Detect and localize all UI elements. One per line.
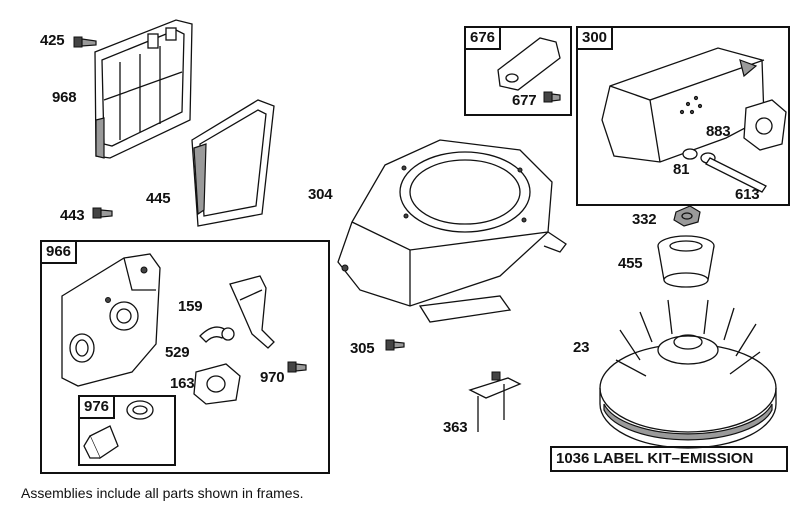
part-label-677: 677 — [512, 92, 537, 109]
screw-425-drawing — [73, 36, 97, 48]
part-label-304: 304 — [308, 186, 333, 203]
part-label-332: 332 — [632, 211, 657, 228]
part-label-443: 443 — [60, 207, 85, 224]
frame-976: 976 — [78, 395, 176, 466]
frame-300-tag: 300 — [576, 26, 614, 50]
elbow-529-drawing — [199, 326, 235, 343]
part-label-363: 363 — [443, 419, 468, 436]
part-label-425: 425 — [40, 32, 65, 49]
part-label-159: 159 — [178, 298, 203, 315]
blower-housing-drawing — [337, 139, 567, 323]
starter-cup-455-drawing — [657, 235, 715, 288]
nut-332-drawing — [673, 205, 701, 227]
part-label-970: 970 — [260, 369, 285, 386]
frame-300: 300 — [576, 26, 790, 206]
screw-305-drawing — [385, 339, 405, 351]
air-cleaner-base-drawing — [94, 19, 193, 159]
air-filter-drawing — [191, 99, 275, 227]
part-label-883: 883 — [706, 123, 731, 140]
gasket-163-drawing — [193, 363, 241, 405]
footnote: Assemblies include all parts shown in fr… — [21, 485, 304, 501]
frame-676: 676 — [464, 26, 572, 116]
bracket-363-drawing — [468, 371, 522, 432]
screw-443-drawing — [92, 207, 113, 219]
frame-976-tag: 976 — [78, 395, 116, 419]
part-label-529: 529 — [165, 344, 190, 361]
frame-966-tag: 966 — [40, 240, 78, 264]
frame-676-tag: 676 — [464, 26, 502, 50]
bracket-159-drawing — [229, 275, 275, 349]
deflector-676-drawing — [497, 37, 561, 103]
part-label-455: 455 — [618, 255, 643, 272]
part-label-81: 81 — [673, 161, 690, 178]
muffler-300-drawing — [601, 47, 787, 193]
part-label-305: 305 — [350, 340, 375, 357]
part-label-23: 23 — [573, 339, 590, 356]
emission-label-kit: 1036 LABEL KIT–EMISSION — [550, 446, 788, 472]
part-label-163: 163 — [170, 375, 195, 392]
screw-970-drawing — [287, 361, 307, 373]
frame-966: 966 — [40, 240, 330, 474]
part-label-613: 613 — [735, 186, 760, 203]
primer-976-drawing — [83, 400, 154, 459]
flywheel-23-drawing — [599, 299, 777, 449]
part-label-968: 968 — [52, 89, 77, 106]
carburetor-966-drawing — [61, 253, 161, 387]
part-label-445: 445 — [146, 190, 171, 207]
